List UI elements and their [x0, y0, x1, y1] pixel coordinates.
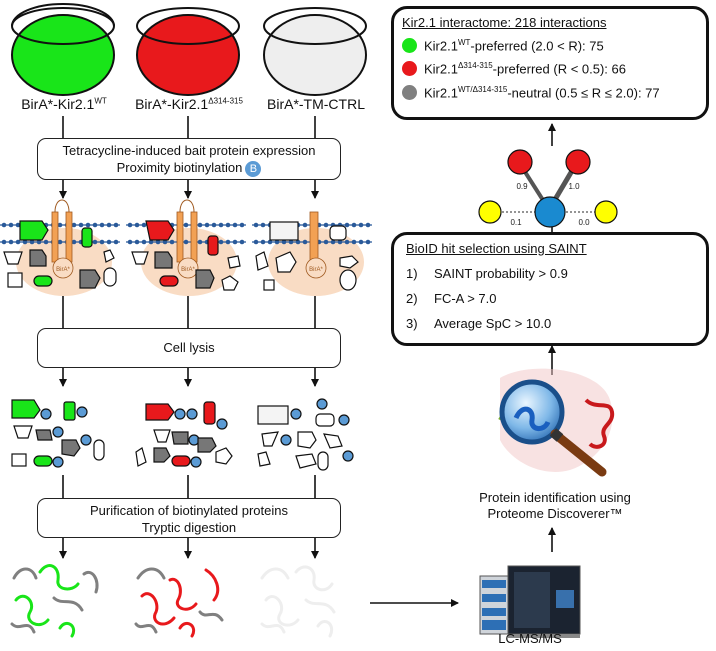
lcms-instrument: [479, 565, 581, 638]
bira-label: BirA*: [56, 267, 70, 273]
network-node-yellow-right: [594, 200, 618, 224]
interactome-category-wt: Kir2.1WT-preferred (2.0 < R): 75: [402, 38, 706, 53]
peptides-wt: [10, 564, 99, 638]
network-node-yellow-left: [478, 200, 502, 224]
interactome-category-neutral: Kir2.1WT/Δ314-315-neutral (0.5 ≤ R ≤ 2.0…: [402, 85, 706, 100]
edge-label: 1.0: [568, 182, 580, 191]
saint-title: BioID hit selection using SAINT: [406, 241, 587, 256]
cell-panel-control: BirA*: [252, 211, 372, 296]
green-dot-icon: [402, 38, 417, 54]
purification-box: Purification of biotinylated proteins Tr…: [37, 498, 341, 538]
edge-label: 0.9: [516, 182, 528, 191]
petri-dish-wt: [11, 3, 115, 96]
network-node-bait: [534, 196, 566, 228]
gray-dot-icon: [402, 84, 417, 100]
cell-lysis-text: Cell lysis: [163, 340, 215, 355]
cell-lysis-box: Cell lysis: [37, 328, 341, 368]
saint-criterion: 1)SAINT probability > 0.9: [406, 266, 568, 281]
saint-criterion: 2)FC-A > 7.0: [406, 291, 497, 306]
peptides-control: [260, 565, 336, 638]
dish-label-control: BirA*-TM-CTRL: [267, 96, 365, 112]
saint-selection-box: BioID hit selection using SAINT 1)SAINT …: [391, 232, 709, 346]
petri-dish-control: [263, 7, 367, 96]
cell-panel-wt: BirA*: [0, 199, 120, 296]
interactome-summary-box: Kir2.1 interactome: 218 interactions Kir…: [391, 6, 709, 120]
saint-criterion: 3)Average SpC > 10.0: [406, 316, 552, 331]
expression-text: Tetracycline-induced bait protein expres…: [62, 143, 316, 158]
magnifier-icon: [498, 368, 615, 477]
peptides-mutant: [134, 567, 224, 638]
digestion-text: Tryptic digestion: [141, 520, 237, 535]
bira-label: BirA*: [181, 267, 195, 273]
edge-label: 0.1: [510, 218, 522, 227]
interaction-network: 0.9 1.0 0.1 0.0: [478, 149, 618, 228]
dish-label-wt: BirA*-Kir2.1WT: [21, 96, 107, 112]
purification-text: Purification of biotinylated proteins: [89, 503, 288, 518]
interactome-title: Kir2.1 interactome: 218 interactions: [402, 15, 607, 30]
biotin-icon: B: [245, 160, 262, 177]
protein-identification-label: Protein identification using Proteome Di…: [479, 490, 631, 521]
bira-label: BirA*: [309, 267, 323, 273]
lysate-panel-mutant: [135, 401, 233, 468]
network-node-red-right: [565, 149, 591, 175]
dish-label-mutant: BirA*-Kir2.1Δ314-315: [135, 96, 243, 112]
cell-panel-mutant: BirA*: [126, 199, 246, 296]
lysate-panel-wt: [11, 399, 105, 468]
network-node-red-left: [507, 149, 533, 175]
red-dot-icon: [402, 61, 417, 77]
interactome-category-mutant: Kir2.1Δ314-315-preferred (R < 0.5): 66: [402, 61, 706, 77]
edge-label: 0.0: [578, 218, 590, 227]
lysate-panel-control: [257, 398, 354, 471]
petri-dish-mutant: [136, 7, 240, 96]
lcms-label: LC-MS/MS: [498, 631, 562, 646]
expression-step-box: Tetracycline-induced bait protein expres…: [37, 138, 341, 180]
